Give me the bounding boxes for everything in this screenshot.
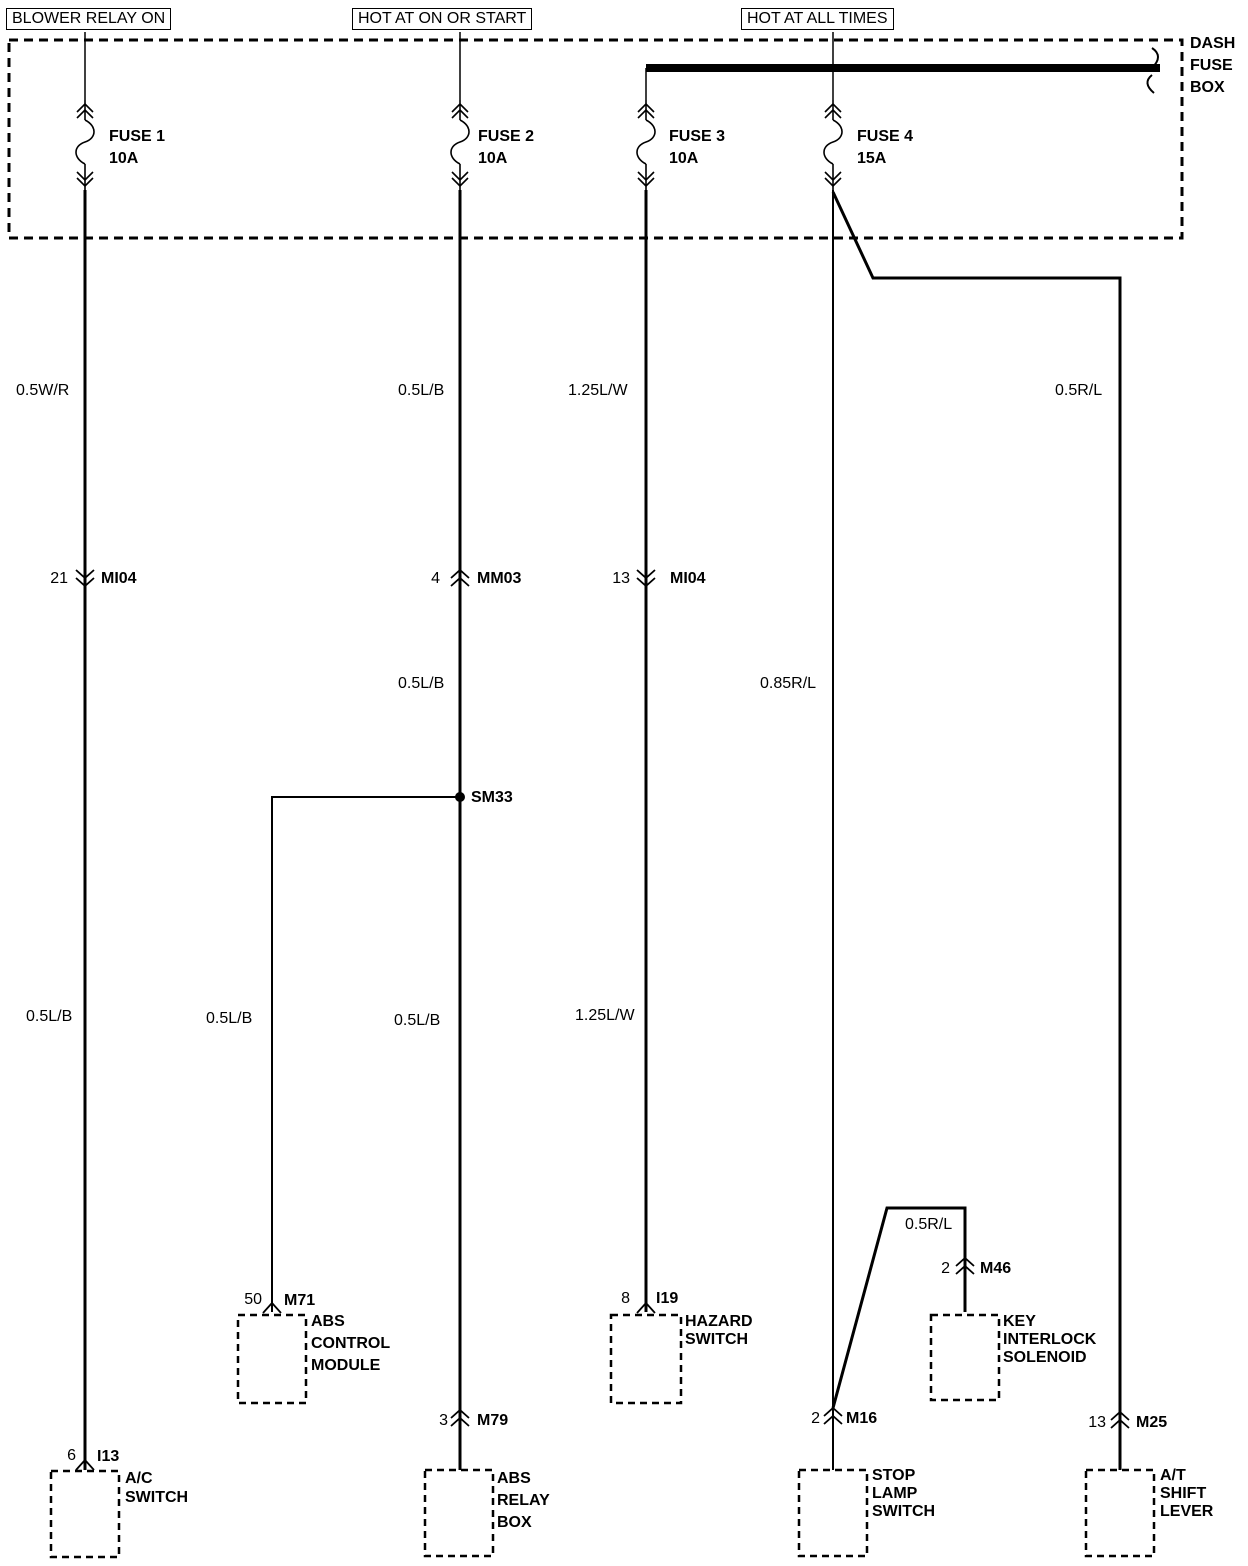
power-source-blower-relay-on: BLOWER RELAY ON xyxy=(6,8,172,30)
chevron-mm03 xyxy=(450,568,470,587)
bus-bar-end-mark xyxy=(1146,47,1159,94)
wire-label-key-interlock: 0.5R/L xyxy=(905,1216,953,1233)
fuse-box-label-line2: FUSE xyxy=(1190,57,1233,74)
connector-i19-id: I19 xyxy=(656,1290,679,1307)
wire-label-3-top: 1.25L/W xyxy=(568,382,628,399)
wire-label-2-mid: 0.5L/B xyxy=(398,675,445,692)
connector-mi04-2-pin: 13 xyxy=(612,570,630,587)
abs-relay-box-label-3: BOX xyxy=(497,1514,532,1531)
stop-lamp-switch-label-2: LAMP xyxy=(872,1485,918,1502)
connector-mm03-pin: 4 xyxy=(431,570,440,587)
wire-label-2-bottom: 0.5L/B xyxy=(394,1012,441,1029)
connector-m79-pin: 3 xyxy=(439,1412,448,1429)
wire-6 xyxy=(831,191,1122,1470)
at-shift-lever-label-3: LEVER xyxy=(1160,1503,1214,1520)
power-source-hot-at-all-times: HOT AT ALL TIMES xyxy=(741,8,894,30)
abs-relay-box-label-2: RELAY xyxy=(497,1492,550,1509)
chevron-m46 xyxy=(955,1256,975,1275)
fuse-1-symbol xyxy=(75,100,95,190)
chevron-i19 xyxy=(636,1301,656,1314)
abs-control-module-label-1: ABS xyxy=(311,1313,345,1330)
chevron-i13 xyxy=(75,1458,95,1471)
fuse-box-outline xyxy=(7,38,1184,240)
connector-m25-pin: 13 xyxy=(1088,1414,1106,1431)
abs-relay-box xyxy=(423,1468,495,1558)
fuse-1-rating: 10A xyxy=(109,150,139,167)
hazard-switch-label-1: HAZARD xyxy=(685,1313,753,1330)
fuse-1-name: FUSE 1 xyxy=(109,128,166,145)
stop-lamp-switch-label-1: STOP xyxy=(872,1467,916,1484)
wire-label-3-bottom: 1.25L/W xyxy=(575,1007,635,1024)
power-source-hot-at-on-or-start: HOT AT ON OR START xyxy=(352,8,533,30)
fuse-box-label-line3: BOX xyxy=(1190,79,1225,96)
key-interlock-label-1: KEY xyxy=(1003,1313,1036,1330)
wire-label-1-top: 0.5W/R xyxy=(16,382,70,399)
fuse-2-name: FUSE 2 xyxy=(478,128,535,145)
connector-m71-pin: 50 xyxy=(244,1291,262,1308)
fuse-3-name: FUSE 3 xyxy=(669,128,726,145)
connector-m16-id: M16 xyxy=(846,1410,878,1427)
stop-lamp-switch-label-3: SWITCH xyxy=(872,1503,936,1520)
connector-i19-pin: 8 xyxy=(621,1290,630,1307)
connector-m46-pin: 2 xyxy=(941,1260,950,1277)
connector-m46-id: M46 xyxy=(980,1260,1012,1277)
wire-key-interlock xyxy=(831,1206,967,1409)
abs-control-module-label-3: MODULE xyxy=(311,1357,381,1374)
stop-lamp-switch-box xyxy=(797,1468,869,1558)
ac-switch-label-1: A/C xyxy=(125,1470,153,1487)
connector-m25-id: M25 xyxy=(1136,1414,1168,1431)
fuse-2-rating: 10A xyxy=(478,150,508,167)
at-shift-lever-label-1: A/T xyxy=(1160,1467,1186,1484)
hazard-switch-box xyxy=(609,1313,683,1405)
connector-i13-pin: 6 xyxy=(67,1447,76,1464)
key-interlock-label-3: SOLENOID xyxy=(1003,1349,1087,1366)
fuse-3-rating: 10A xyxy=(669,150,699,167)
ac-switch-box xyxy=(49,1469,121,1559)
at-shift-lever-box xyxy=(1084,1468,1156,1558)
wire-abs-module xyxy=(271,796,460,1312)
abs-control-module-box xyxy=(236,1313,308,1405)
connector-mi04-1-id: MI04 xyxy=(101,570,137,587)
chevron-m16 xyxy=(823,1406,843,1425)
fuse-3-symbol xyxy=(636,100,656,190)
wire-label-6-top: 0.5R/L xyxy=(1055,382,1103,399)
connector-mm03-id: MM03 xyxy=(477,570,522,587)
abs-control-module-label-2: CONTROL xyxy=(311,1335,391,1352)
at-shift-lever-label-2: SHIFT xyxy=(1160,1485,1207,1502)
chevron-mi04-2 xyxy=(636,569,656,588)
fuse-symbols xyxy=(75,100,843,190)
wire-label-4-mid: 0.85R/L xyxy=(760,675,817,692)
abs-relay-box-label-1: ABS xyxy=(497,1470,531,1487)
ac-switch-label-2: SWITCH xyxy=(125,1489,189,1506)
key-interlock-label-2: INTERLOCK xyxy=(1003,1331,1097,1348)
fuse-box-label-line1: DASH xyxy=(1190,35,1236,52)
fuse-4-symbol xyxy=(823,100,843,190)
fuse-4-name: FUSE 4 xyxy=(857,128,914,145)
chevron-m71 xyxy=(262,1301,282,1314)
splice-sm33-dot xyxy=(455,792,465,802)
connector-i13-id: I13 xyxy=(97,1448,120,1465)
chevron-mi04-1 xyxy=(75,569,95,588)
connector-mi04-1-pin: 21 xyxy=(50,570,68,587)
wire-label-abs-module: 0.5L/B xyxy=(206,1010,253,1027)
chevron-m25 xyxy=(1110,1410,1130,1429)
fuse-4-rating: 15A xyxy=(857,150,887,167)
fuse-2-symbol xyxy=(450,100,470,190)
splice-sm33-label: SM33 xyxy=(471,789,513,806)
connector-symbols xyxy=(75,568,1130,1471)
chevron-m79 xyxy=(450,1408,470,1427)
connector-mi04-2-id: MI04 xyxy=(670,570,706,587)
wire-label-1-bottom: 0.5L/B xyxy=(26,1008,73,1025)
connector-m71-id: M71 xyxy=(284,1292,316,1309)
wire-label-2-top: 0.5L/B xyxy=(398,382,445,399)
key-interlock-box xyxy=(929,1313,1001,1402)
hazard-switch-label-2: SWITCH xyxy=(685,1331,749,1348)
connector-m79-id: M79 xyxy=(477,1412,509,1429)
connector-m16-pin: 2 xyxy=(811,1410,820,1427)
